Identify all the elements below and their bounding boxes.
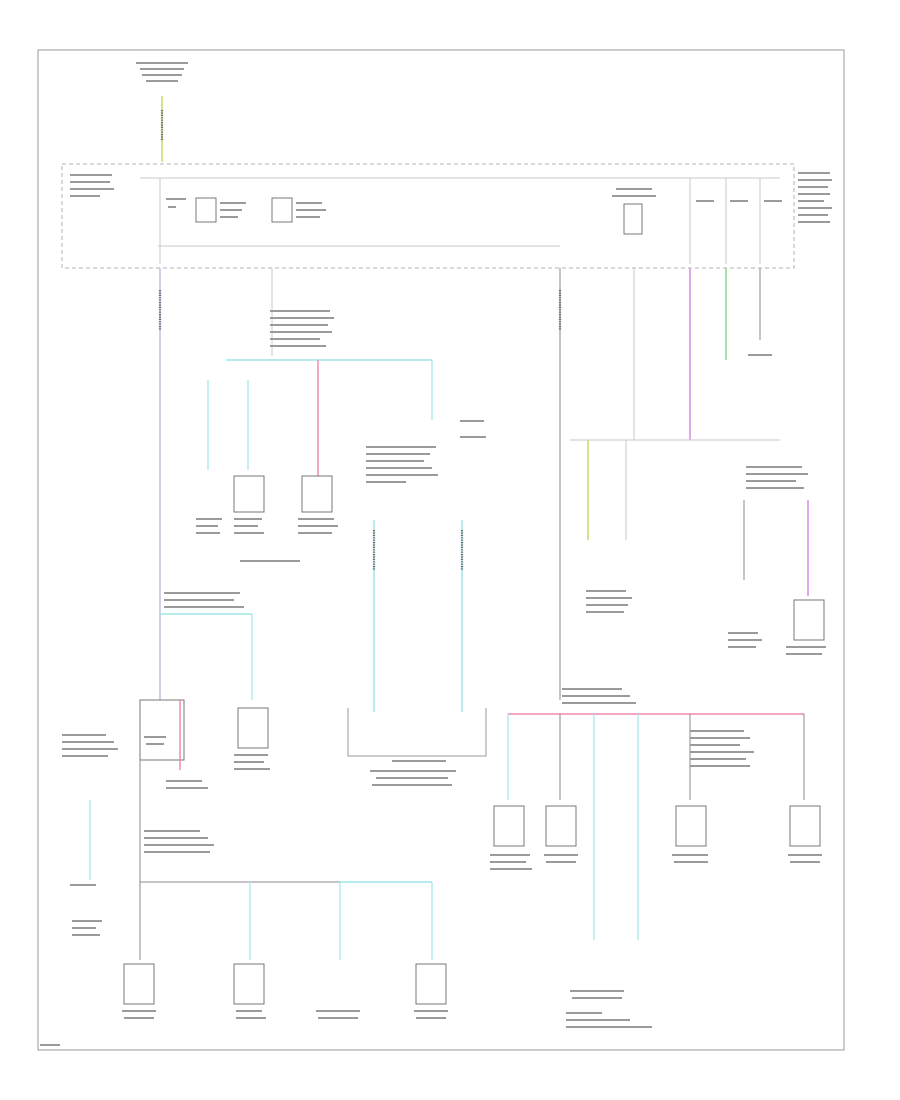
splice-label-left — [164, 592, 244, 608]
electronic-module — [298, 475, 338, 534]
relay-block — [271, 197, 326, 223]
fuse-1 — [159, 178, 186, 264]
right-splice-labels — [746, 466, 808, 489]
module-lr-6 — [788, 805, 822, 863]
splice-label-right-lower — [690, 730, 754, 767]
trunk-release — [70, 884, 102, 936]
module-group-label — [240, 560, 300, 562]
fuse-flasher-module — [612, 188, 656, 235]
splice-label-top — [270, 310, 334, 347]
relay-block-bracket-label — [392, 760, 446, 762]
window-motor — [139, 699, 185, 761]
courtesy-lamp — [233, 475, 265, 534]
auxiliary-fan-motor — [316, 1010, 360, 1019]
relay-block-footer-label — [370, 770, 456, 786]
top-source-label — [136, 62, 188, 82]
central-junction-box — [61, 163, 795, 269]
window-motor-footer-label — [166, 780, 208, 789]
dome-lamp — [196, 518, 222, 534]
diagram-frame — [37, 49, 845, 1051]
fuse-group-right — [689, 178, 782, 264]
right-ground-label — [748, 354, 772, 356]
blower-motor — [728, 632, 762, 648]
door-lock-actuator — [234, 707, 270, 770]
relay-block-mid-label-right — [460, 420, 484, 422]
speed-control-module — [122, 963, 156, 1019]
generic-electronic-module — [233, 963, 266, 1019]
inertia-switch — [62, 734, 118, 757]
radio — [414, 963, 448, 1019]
page-code — [40, 1044, 60, 1046]
battery-junction-fuse — [195, 197, 246, 223]
power-mirror-switch — [366, 446, 438, 483]
module-lr-5 — [672, 805, 708, 863]
bottom-right-footer-label — [566, 990, 652, 1028]
relay-block-bracket — [347, 708, 487, 757]
splice-label-lower-left — [144, 830, 214, 853]
junction-box-label-right — [798, 172, 832, 223]
cigar-lighter — [490, 805, 532, 870]
splice-label-right — [562, 688, 636, 704]
relay-block-mid-label-right2 — [460, 436, 486, 438]
electric-heated-seat — [786, 599, 826, 655]
instrument-cluster — [544, 805, 578, 863]
electronic-flasher — [586, 590, 632, 613]
junction-box-label-left — [70, 174, 114, 197]
